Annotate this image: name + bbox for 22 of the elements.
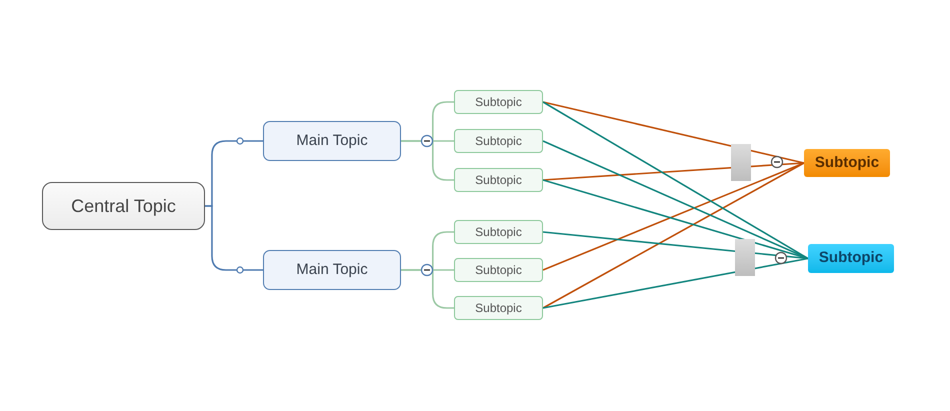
subtopic-box: Subtopic: [454, 258, 543, 282]
subtopic-box: Subtopic: [808, 244, 894, 273]
connector-line: [542, 140, 808, 260]
main-topic-box: Main Topic: [263, 121, 401, 161]
connector-line: [401, 269, 454, 309]
subtopic-box: Subtopic: [454, 168, 543, 192]
subtopic-box: Subtopic: [454, 129, 543, 153]
connector-line: [542, 162, 804, 181]
connector-line: [542, 101, 808, 260]
connector-line: [542, 162, 804, 309]
subtopic-box: Subtopic: [804, 149, 890, 177]
subtopic-box: Subtopic: [454, 90, 543, 114]
connector-line: [205, 205, 263, 271]
central-topic-box: Central Topic: [42, 182, 205, 230]
connector-line: [401, 140, 454, 181]
connector-line: [542, 258, 808, 309]
subtopic-box: Subtopic: [454, 296, 543, 320]
subtopic-box: Subtopic: [454, 220, 543, 244]
connector-line: [542, 231, 808, 260]
connector-line: [542, 162, 804, 271]
main-topic-box: Main Topic: [263, 250, 401, 290]
connector-line: [542, 101, 804, 164]
